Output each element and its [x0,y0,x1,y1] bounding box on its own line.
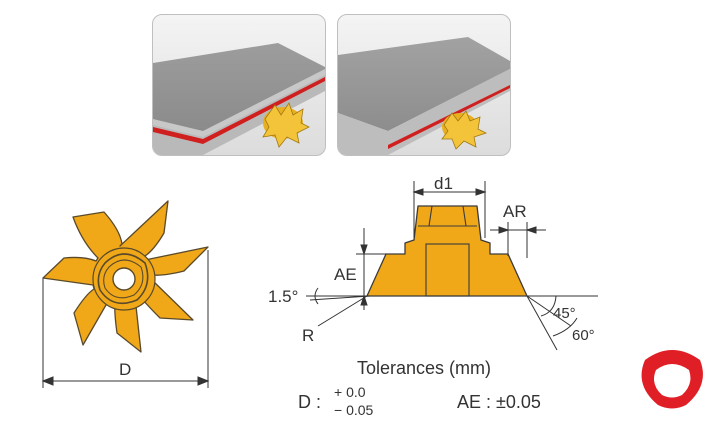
tolerance-ae: AE : ±0.05 [457,392,541,412]
d-label: D [119,360,132,379]
ar-dimension [490,222,546,258]
application-photo-right [337,14,511,156]
ae-dimension [356,228,386,310]
angle-1-5-dimension [306,287,371,327]
tolerances-block: Tolerances (mm) D : + 0.0 − 0.05 AE : ±0… [290,356,580,426]
cutter-insert-icon [441,110,488,150]
tolerance-d-lower: − 0.05 [334,402,374,418]
angle-60-label: 60° [572,327,595,344]
ae-label: AE [334,265,357,284]
tolerances-title: Tolerances (mm) [357,358,492,378]
angle-45-label: 45° [553,305,576,322]
cutter-insert-icon [262,102,310,148]
angle-1-5-label: 1.5° [268,287,298,306]
r-label: R [302,326,314,345]
application-photo-left [152,14,326,156]
triangle-ring-icon [641,350,703,409]
d1-label: d1 [434,174,453,193]
ar-label: AR [503,202,527,221]
insert-top-view [42,200,209,353]
tolerance-d-label: D : [298,392,322,412]
tolerance-d-upper: + 0.0 [334,384,366,400]
d1-dimension [412,181,487,238]
angle-45-60-dimension [526,295,598,351]
insert-profile-view [366,205,528,297]
